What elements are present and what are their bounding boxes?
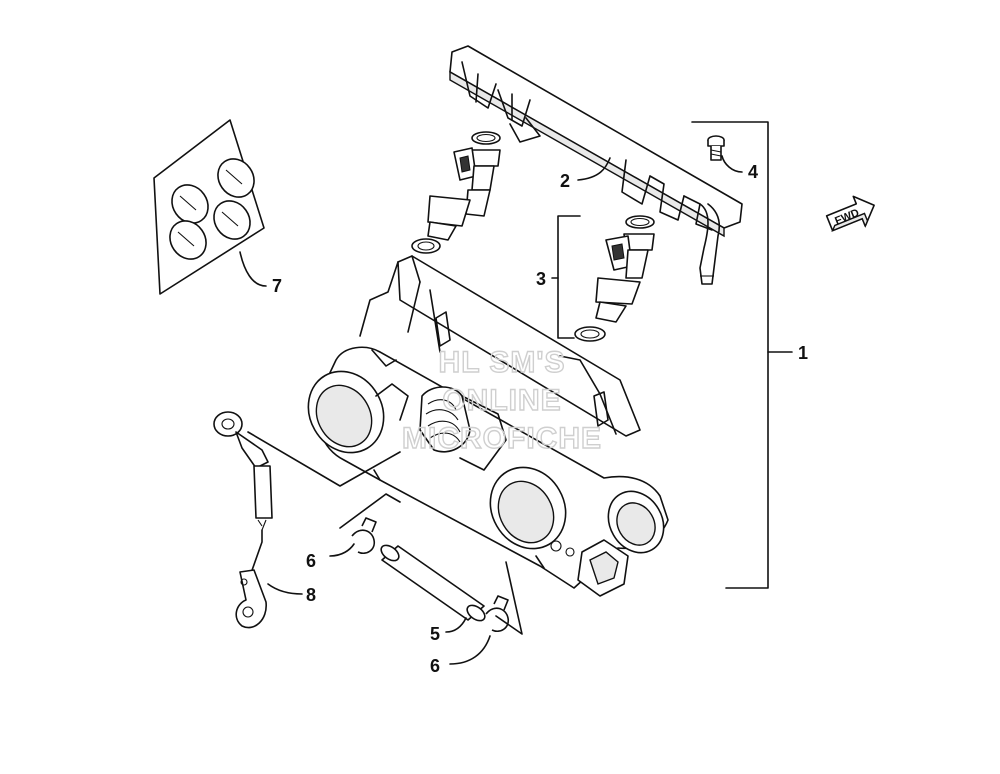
callout-7: 7: [272, 276, 282, 296]
callout-6b: 6: [430, 656, 440, 676]
fuel-injector-right: [574, 215, 655, 342]
leader-lines: [239, 121, 793, 665]
callout-4: 4: [748, 162, 758, 182]
fuel-injector-left: [411, 131, 501, 254]
callout-6a: 6: [306, 551, 316, 571]
callout-8: 8: [306, 585, 316, 605]
watermark-line-2: ONLINE: [442, 384, 561, 417]
bolt: [707, 135, 725, 161]
callout-labels: 1 2 3 4 5 6 6 7 8: [272, 162, 808, 676]
watermark: HL SM'S ONLINE MICROFICHE: [401, 345, 602, 455]
throttle-body-assembly: [307, 255, 669, 597]
fuel-rail: [449, 45, 743, 285]
watermark-line-3: MICROFICHE: [402, 422, 602, 455]
callout-1: 1: [798, 343, 808, 363]
callout-5: 5: [430, 624, 440, 644]
gasket-kit: [153, 119, 265, 295]
vacuum-hose: [380, 544, 486, 622]
callout-3: 3: [536, 269, 546, 289]
hose-clamp-lower: [485, 595, 510, 633]
throttle-linkage-rod: [213, 411, 273, 629]
callout-2: 2: [560, 171, 570, 191]
fwd-arrow-icon: FWD: [825, 195, 875, 232]
hose-clamp-upper: [351, 517, 377, 555]
watermark-line-1: HL SM'S: [439, 346, 566, 379]
